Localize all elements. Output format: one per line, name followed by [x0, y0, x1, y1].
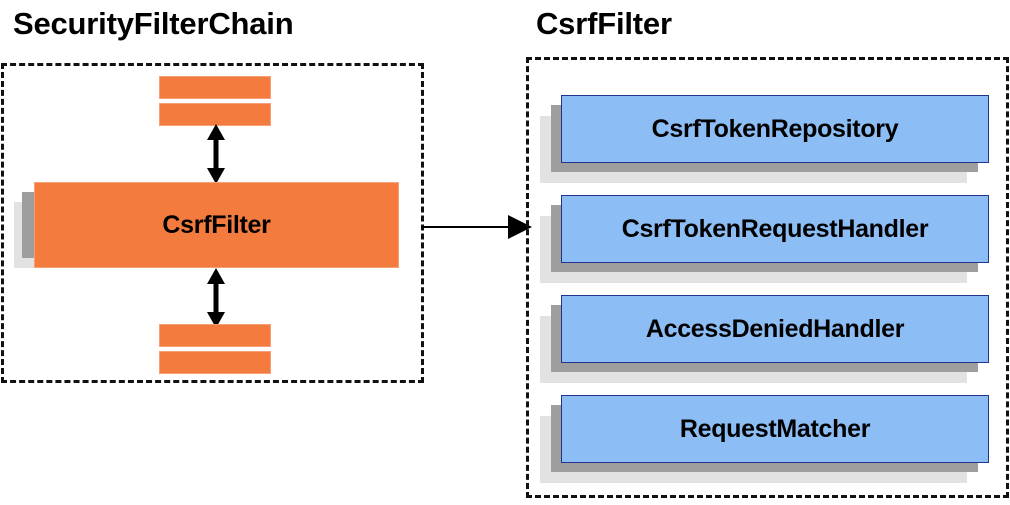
csrf-token-repository-label: CsrfTokenRepository [651, 114, 899, 143]
csrf-token-request-handler-face[interactable]: CsrfTokenRequestHandler [561, 195, 989, 263]
chain-up-arrow [207, 124, 225, 184]
csrf-token-request-handler-label: CsrfTokenRequestHandler [621, 214, 929, 243]
node-csrf-filter[interactable]: CsrfFilter [14, 182, 399, 288]
csrf-filter-expand-arrow [422, 215, 532, 239]
csrf-filter-face[interactable]: CsrfFilter [34, 182, 399, 268]
chain-down-arrow [207, 268, 225, 328]
group-csrffilter [526, 57, 1009, 498]
group-securityfilterchain [1, 63, 424, 383]
node-csrf-token-request-handler[interactable]: CsrfTokenRequestHandler [540, 195, 989, 283]
access-denied-handler-face[interactable]: AccessDeniedHandler [561, 295, 989, 363]
page-title-securityfilterchain: SecurityFilterChain [13, 6, 294, 41]
filter-bar-above-1 [159, 76, 271, 99]
request-matcher-label: RequestMatcher [679, 414, 871, 443]
filter-bar-above-2 [159, 103, 271, 126]
page-title-csrffilter: CsrfFilter [536, 6, 672, 41]
node-request-matcher[interactable]: RequestMatcher [540, 395, 989, 483]
node-access-denied-handler[interactable]: AccessDeniedHandler [540, 295, 989, 383]
filter-bar-below-2 [159, 351, 271, 374]
csrf-token-repository-face[interactable]: CsrfTokenRepository [561, 95, 989, 163]
node-csrf-token-repository[interactable]: CsrfTokenRepository [540, 95, 989, 183]
filter-bar-below-1 [159, 324, 271, 347]
access-denied-handler-label: AccessDeniedHandler [645, 314, 905, 343]
csrf-filter-label: CsrfFilter [162, 210, 271, 239]
request-matcher-face[interactable]: RequestMatcher [561, 395, 989, 463]
